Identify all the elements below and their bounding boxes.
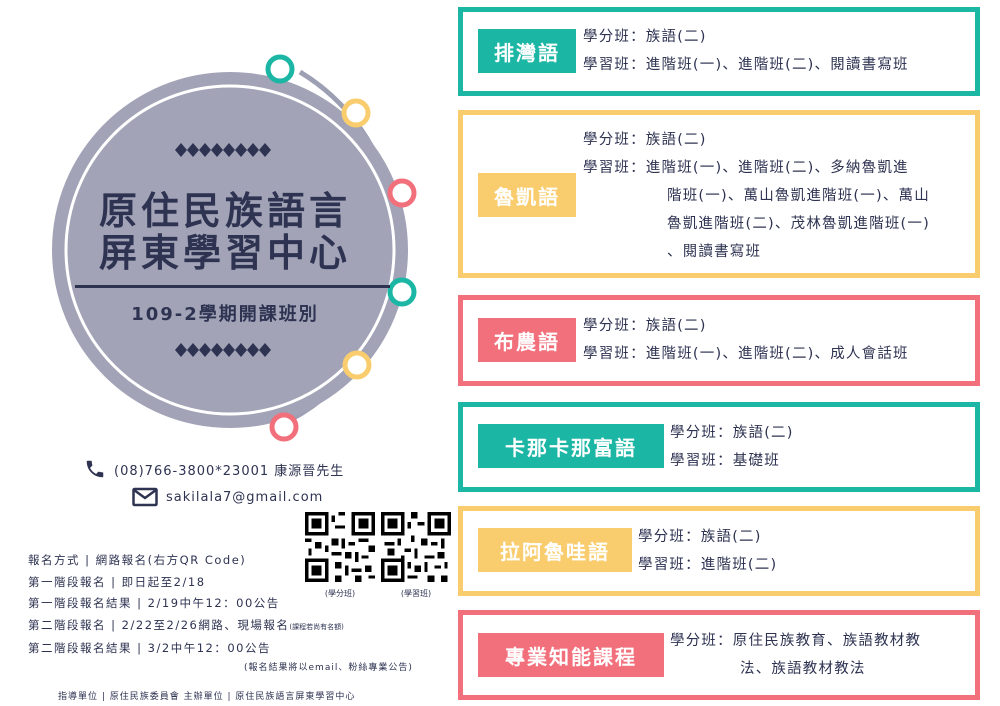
course-line: 學習班：進階班(一)、進階班(二)、閱讀書寫班 — [583, 57, 909, 73]
page-subtitle: 109-2學期開課班別 — [131, 304, 319, 325]
contact-phone-row: (08)766-3800*23001 康源晉先生 — [84, 457, 344, 481]
course-label-professional: 專業知能課程 — [478, 633, 664, 677]
ring-teal-top — [265, 54, 295, 84]
qr-credit-class[interactable]: (學分班) — [304, 512, 376, 599]
course-line: 階班(一)、萬山魯凱進階班(一)、萬山 — [667, 188, 930, 204]
course-line: 學分班：族語(二) — [583, 132, 707, 148]
main-disc — [52, 72, 408, 428]
course-line: 、閱讀書寫班 — [667, 244, 762, 260]
course-lines-rukai: 學分班：族語(二) 學習班：進階班(一)、進階班(二)、多納魯凱進 階班(一)、… — [583, 126, 930, 266]
course-line: 學習班：進階班(二) — [638, 557, 778, 573]
ring-yellow-top — [341, 98, 371, 128]
course-label-paiwan: 排灣語 — [478, 29, 576, 73]
course-line: 學分班：族語(二) — [638, 529, 762, 545]
qr-study-class[interactable]: (學習班) — [380, 512, 452, 599]
title-divider — [75, 285, 390, 288]
qr-code-credit[interactable] — [305, 512, 375, 582]
course-label-bunun: 布農語 — [478, 318, 576, 362]
course-line: 學習班：基礎班 — [670, 453, 780, 469]
course-lines-paiwan: 學分班：族語(二) 學習班：進階班(一)、進階班(二)、閱讀書寫班 — [583, 23, 909, 79]
signup-line-stage1-result: 第一階段報名結果 | 2/19中午12：00公告 — [28, 596, 280, 610]
course-card-paiwan: 排灣語 學分班：族語(二) 學習班：進階班(一)、進階班(二)、閱讀書寫班 — [458, 7, 980, 96]
course-line: 魯凱進階班(二)、茂林魯凱進階班(一) — [667, 216, 930, 232]
diamond-row-top — [175, 143, 271, 157]
signup-line-method: 報名方式 | 網路報名(右方QR Code) — [28, 553, 247, 567]
signup-info: 報名方式 | 網路報名(右方QR Code) 第一階段報名 | 即日起至2/18… — [28, 550, 344, 660]
contact-phone-text: (08)766-3800*23001 康源晉先生 — [114, 463, 345, 479]
contact-email-row: sakilala7@gmail.com — [132, 487, 323, 507]
course-lines-professional: 學分班：原住民族教育、族語教材教 法、族語教材教法 — [670, 627, 921, 683]
course-card-professional: 專業知能課程 學分班：原住民族教育、族語教材教 法、族語教材教法 — [458, 610, 980, 700]
signup-line-stage2-note: (課程若尚有名額) — [289, 622, 344, 631]
decorative-circle-graphic — [52, 54, 417, 442]
footer-organizers: 指導單位 | 原住民族委員會 主辦單位 | 原住民族語言屏東學習中心 — [58, 692, 356, 702]
course-line: 學分班：族語(二) — [583, 318, 707, 334]
course-line: 學習班：進階班(一)、進階班(二)、多納魯凱進 — [583, 160, 909, 176]
qr-credit-caption: (學分班) — [324, 589, 356, 598]
course-line: 學分班：原住民族教育、族語教材教 — [670, 633, 922, 649]
ring-red-mid — [387, 178, 417, 208]
page-title-line2: 屏東學習中心 — [98, 231, 351, 275]
mail-icon — [132, 487, 158, 507]
ring-teal-mid — [387, 277, 417, 307]
phone-icon — [86, 460, 104, 478]
course-line: 學習班：進階班(一)、進階班(二)、成人會話班 — [583, 346, 909, 362]
ring-red-bottom — [269, 412, 299, 442]
qr-study-caption: (學習班) — [400, 589, 432, 598]
course-line: 學分班：族語(二) — [583, 29, 707, 45]
course-card-hla-alua: 拉阿魯哇語 學分班：族語(二) 學習班：進階班(二) — [458, 506, 980, 596]
signup-line-stage2-text: 第二階段報名 | 2/22至2/26網路、現場報名 — [28, 617, 290, 632]
signup-line-stage1: 第一階段報名 | 即日起至2/18 — [28, 574, 206, 589]
course-lines-hla-alua: 學分班：族語(二) 學習班：進階班(二) — [638, 523, 777, 579]
ring-yellow-bottom — [342, 350, 372, 380]
course-lines-kanakanavu: 學分班：族語(二) 學習班：基礎班 — [670, 419, 794, 475]
page-title-line1: 原住民族語言 — [98, 189, 351, 233]
main-disc-ring — [64, 84, 396, 416]
course-card-bunun: 布農語 學分班：族語(二) 學習班：進階班(一)、進階班(二)、成人會話班 — [458, 295, 980, 386]
course-label-hla-alua: 拉阿魯哇語 — [478, 528, 632, 572]
course-line: 法、族語教材教法 — [740, 661, 866, 677]
contact-email-text[interactable]: sakilala7@gmail.com — [166, 489, 324, 505]
signup-line-stage2-result: 第二階段報名結果 | 3/2中午12：00公告 — [28, 641, 271, 655]
signup-notice: (報名結果將以email、粉絲專業公告) — [244, 663, 413, 673]
signup-line-stage2: 第二階段報名 | 2/22至2/26網路、現場報名(課程若尚有名額) — [28, 615, 344, 639]
course-card-kanakanavu: 卡那卡那富語 學分班：族語(二) 學習班：基礎班 — [458, 402, 980, 492]
course-label-kanakanavu: 卡那卡那富語 — [478, 424, 664, 468]
course-label-rukai: 魯凱語 — [478, 173, 576, 217]
qr-code-study[interactable] — [381, 512, 451, 582]
course-line: 學分班：族語(二) — [670, 425, 794, 441]
course-card-rukai: 魯凱語 學分班：族語(二) 學習班：進階班(一)、進階班(二)、多納魯凱進 階班… — [458, 110, 980, 278]
course-lines-bunun: 學分班：族語(二) 學習班：進階班(一)、進階班(二)、成人會話班 — [583, 312, 909, 368]
diamond-row-bottom — [175, 343, 271, 357]
